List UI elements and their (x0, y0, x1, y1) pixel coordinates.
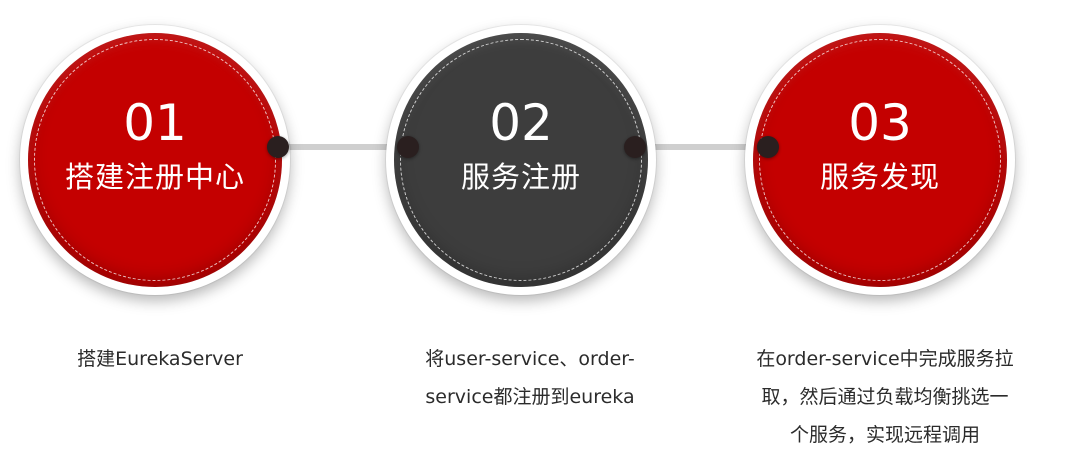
connector-1-2 (282, 144, 408, 150)
step-1-dashed-ring (34, 39, 276, 281)
connector-dot-3-left (757, 136, 779, 158)
connector-dot-2-left (397, 136, 419, 158)
step-3-title: 服务发现 (819, 160, 940, 194)
step-3-dashed-ring (759, 39, 1001, 281)
step-2-description: 将user-service、order- service都注册到eureka (425, 348, 635, 408)
step-3-description: 在order-service中完成服务拉 取，然后通过负载均衡挑选一 个服务，实… (756, 348, 1014, 446)
step-2-disc: 02 服务注册 (394, 33, 648, 287)
step-3-disc: 03 服务发现 (753, 33, 1007, 287)
step-3-number: 03 (848, 94, 912, 152)
step-1-title: 搭建注册中心 (64, 160, 245, 194)
connector-2-3 (638, 144, 768, 150)
step-3-circle: 03 服务发现 (745, 25, 1015, 295)
step-2-dashed-ring (400, 39, 642, 281)
connector-dot-1-right (267, 136, 289, 158)
step-1-number: 01 (123, 94, 187, 152)
step-1-disc: 01 搭建注册中心 (28, 33, 282, 287)
step-1-circle: 01 搭建注册中心 (20, 25, 290, 295)
step-2-title: 服务注册 (460, 160, 581, 194)
step-2-circle: 02 服务注册 (386, 25, 656, 295)
connector-dot-2-right (624, 136, 646, 158)
step-1-description: 搭建EurekaServer (77, 348, 243, 370)
step-2-number: 02 (489, 94, 553, 152)
